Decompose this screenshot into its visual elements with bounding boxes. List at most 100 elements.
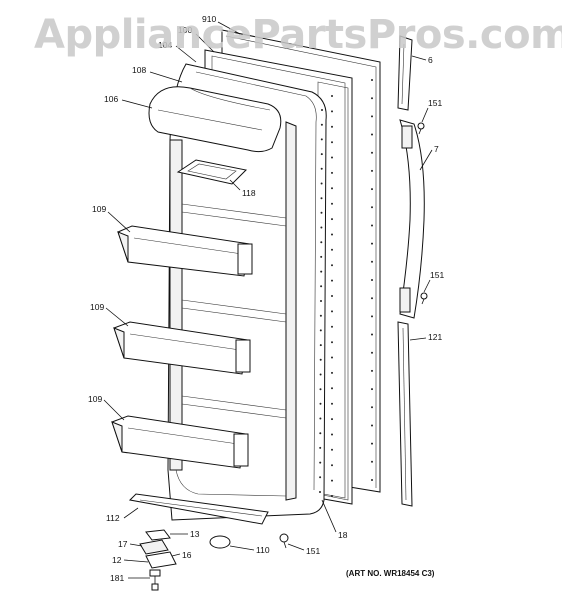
outer-panel-rivet <box>371 369 373 372</box>
gasket-rivet <box>331 248 333 251</box>
liner-rivet <box>319 461 322 464</box>
liner-rivet <box>319 476 322 479</box>
callout-112: 112 <box>106 513 120 523</box>
liner-rivet <box>320 197 323 200</box>
liner-rivet <box>319 491 321 493</box>
callout-labels: 910 100 104 108 106 6 151 7 118 109 151 … <box>88 14 444 583</box>
handle-cap <box>397 35 413 111</box>
gasket-rivet <box>331 218 333 221</box>
gasket-rivet <box>331 495 333 497</box>
leader-lines <box>103 21 433 579</box>
liner-rivet <box>319 402 322 405</box>
liner-rivet <box>320 182 323 185</box>
liner-rivet <box>319 358 322 361</box>
callout-118: 118 <box>242 188 256 198</box>
callout-109-upper: 109 <box>92 204 106 214</box>
door-bin-upper <box>117 225 253 277</box>
outer-panel-rivet <box>371 279 373 281</box>
gasket-rivet <box>331 464 333 467</box>
door-handle <box>399 119 425 319</box>
door-bin-lower <box>111 415 249 469</box>
callout-100: 100 <box>178 25 192 35</box>
gasket-rivet <box>331 418 333 421</box>
liner-rivet <box>319 373 322 376</box>
liner-rivet <box>320 153 323 156</box>
outer-panel-rivet <box>371 97 373 100</box>
callout-109-middle: 109 <box>90 302 104 312</box>
outer-panel-rivet <box>371 133 373 136</box>
liner-rivet <box>320 167 323 170</box>
liner-rivet <box>319 329 322 332</box>
gasket-rivet <box>331 387 333 390</box>
gasket-rivet <box>331 448 333 451</box>
outer-panel-rivet <box>371 224 373 227</box>
outer-panel-rivet <box>371 388 373 391</box>
egg-tray <box>176 159 248 185</box>
outer-panel-rivet <box>371 333 373 336</box>
gasket-rivet <box>331 433 333 436</box>
hinge-assembly <box>139 529 177 591</box>
outer-panel-rivet <box>371 297 373 300</box>
liner-rivet <box>320 255 323 258</box>
cam-part <box>209 535 231 549</box>
callout-151-middle: 151 <box>430 270 444 280</box>
gasket-rivet <box>331 233 333 236</box>
gasket-rivet <box>331 125 333 128</box>
callout-181: 181 <box>110 573 124 583</box>
liner-rivet <box>321 109 323 111</box>
liner-rivet <box>319 432 322 435</box>
handle-screw-upper <box>417 122 425 135</box>
liner-rivet <box>320 138 323 141</box>
gasket-rivet <box>331 402 333 405</box>
callout-151-lower: 151 <box>306 546 320 556</box>
screw-lower <box>279 533 289 549</box>
gasket-rivet <box>331 356 333 359</box>
callout-12: 12 <box>112 555 122 565</box>
outer-panel-rivet <box>371 406 373 409</box>
callout-104: 104 <box>158 40 172 50</box>
gasket-rivet <box>331 202 333 205</box>
gasket-rivet <box>331 187 333 190</box>
outer-panel-rivet <box>371 151 373 154</box>
callout-121: 121 <box>428 332 442 342</box>
callout-110: 110 <box>256 545 270 555</box>
art-number: (ART NO. WR18454 C3) <box>346 569 435 578</box>
liner-rivet <box>320 270 323 273</box>
outer-panel-rivet <box>371 206 373 209</box>
outer-panel-rivet <box>371 79 373 81</box>
outer-panel-rivet <box>371 188 373 191</box>
gasket-rivet <box>331 171 333 174</box>
gasket-rivet <box>331 279 333 282</box>
liner-rivet <box>319 446 322 449</box>
liner-rivet <box>320 123 323 126</box>
gasket-rivet <box>331 264 333 267</box>
callout-106: 106 <box>104 94 118 104</box>
callout-16: 16 <box>182 550 192 560</box>
handle-trim-strip <box>397 321 413 507</box>
liner-rivet <box>320 285 323 288</box>
outer-panel-rivet <box>371 169 373 172</box>
liner-rivet <box>320 226 323 229</box>
outer-panel-rivet <box>371 442 373 445</box>
outer-panel-rivet <box>371 351 373 354</box>
gasket-rivet <box>331 110 333 113</box>
callout-910: 910 <box>202 14 216 24</box>
outer-panel-rivet <box>371 460 373 463</box>
callout-6: 6 <box>428 55 433 65</box>
outer-panel-rivet <box>371 479 373 481</box>
liner-rivet <box>320 211 323 214</box>
door-bin-middle <box>113 321 251 375</box>
outer-panel-rivet <box>371 424 373 427</box>
callout-18: 18 <box>338 530 348 540</box>
gasket-rivet <box>331 341 333 344</box>
handle-screw-lower <box>420 292 428 305</box>
gasket-rivet <box>331 310 333 313</box>
outer-panel-rivet <box>371 315 373 318</box>
gasket-rivet <box>331 95 333 97</box>
callout-7: 7 <box>434 144 439 154</box>
callout-13: 13 <box>190 529 200 539</box>
dairy-compartment <box>148 86 282 153</box>
callout-151-upper: 151 <box>428 98 442 108</box>
liner-rivet <box>319 314 322 317</box>
liner-rivet <box>319 417 322 420</box>
